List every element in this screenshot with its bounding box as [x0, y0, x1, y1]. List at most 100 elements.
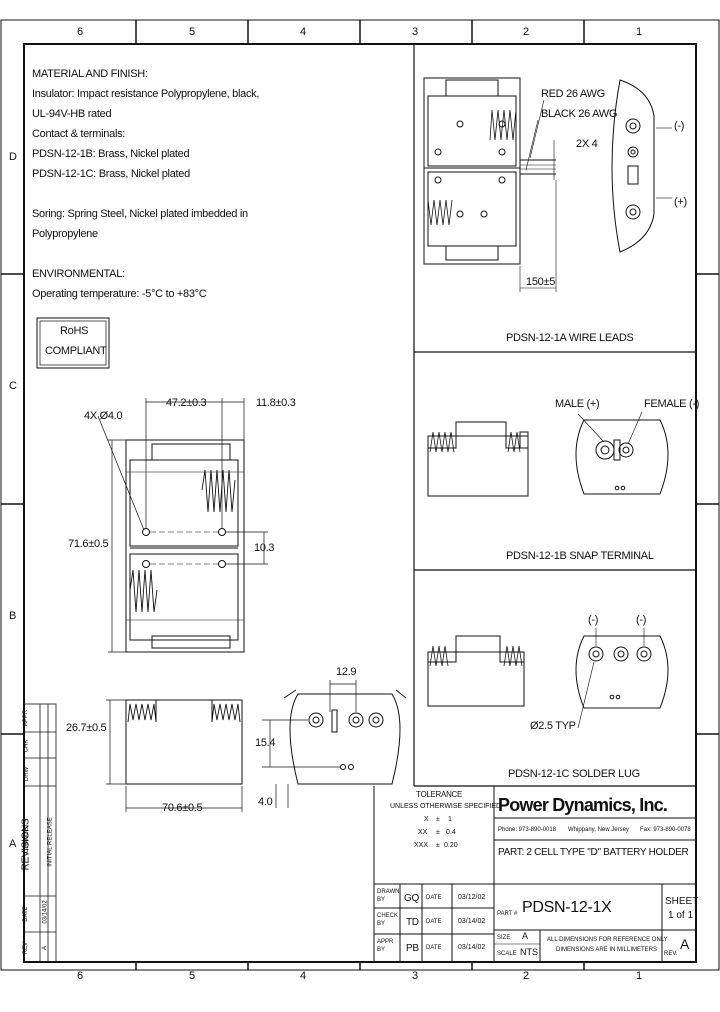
- zone-letter-d: D: [9, 151, 17, 163]
- check-by: TD: [406, 917, 419, 928]
- scale-label: SCALE: [497, 951, 517, 957]
- size-value: A: [522, 931, 529, 941]
- check-label: CHECK BY: [377, 913, 399, 927]
- tolerance-subtitle: UNLESS OTHERWISE SPECIFIED: [390, 803, 502, 810]
- dim-70: 70.6±0.5: [162, 802, 203, 814]
- panel-1a-pos: (+): [674, 196, 687, 208]
- tol-r1-label: X: [424, 816, 429, 823]
- panel-1b-caption: PDSN-12-1B SNAP TERMINAL: [506, 550, 654, 562]
- zone-number-5-bottom: 5: [189, 970, 195, 982]
- panel-1c-drawing: [427, 628, 669, 729]
- rohs-line2: COMPLIANT: [45, 345, 107, 357]
- dim-71: 71.6±0.5: [68, 538, 109, 550]
- rev-col-change: CHANGE: [23, 827, 30, 853]
- main-top-view: [125, 439, 245, 653]
- dim-12: 12.9: [336, 666, 357, 678]
- tol-r2-label: XX: [418, 829, 428, 836]
- zone-number-3-bottom: 3: [412, 970, 418, 982]
- appr-date: 03/14/02: [458, 944, 486, 951]
- drawn-date-label: DATE: [426, 895, 442, 901]
- dim-26: 26.7±0.5: [66, 722, 107, 734]
- tol-r2-val: 0.4: [446, 829, 456, 836]
- zone-number-1-bottom: 1: [636, 970, 642, 982]
- panel-1c-neg1: (-): [588, 614, 599, 626]
- panel-1c-caption: PDSN-12-1C SOLDER LUG: [508, 768, 640, 780]
- part-number-label: PART #: [497, 911, 518, 917]
- tol-r3-sign: ±: [436, 842, 440, 849]
- rev-col-rev: REV: [23, 941, 30, 955]
- dim-holes: 4X Ø4.0: [84, 410, 123, 422]
- dim-47: 47.2±0.3: [166, 397, 207, 409]
- operating-temp: Operating temperature: -5°C to +83°C: [32, 288, 207, 300]
- rev-label: REV.: [664, 951, 678, 957]
- tol-r1-val: 1: [448, 816, 452, 823]
- zone-number-1: 1: [636, 26, 642, 38]
- spring-line1: Soring: Spring Steel, Nickel plated imbe…: [32, 208, 248, 220]
- contact-1b: PDSN-12-1B: Brass, Nickel plated: [32, 148, 190, 160]
- zone-letter-c: C: [9, 380, 17, 392]
- panel-1a-neg: (-): [674, 120, 685, 132]
- zone-number-6: 6: [77, 26, 83, 38]
- rev-date-value: 03/14/02: [42, 900, 49, 924]
- panel-1a-drawing: [423, 77, 672, 292]
- check-date-label: DATE: [426, 919, 442, 925]
- appr-by: PB: [406, 943, 419, 954]
- scale-value: NTS: [520, 947, 538, 957]
- appr-label: APPR BY: [377, 939, 394, 953]
- panel-1c-neg2: (-): [636, 614, 647, 626]
- main-end-view: [283, 689, 407, 785]
- sheet-value: 1 of 1: [668, 910, 694, 921]
- contact-1c: PDSN-12-1C: Brass, Nickel plated: [32, 168, 190, 180]
- zone-number-3: 3: [412, 26, 418, 38]
- part-number: PDSN-12-1X: [522, 899, 612, 916]
- zone-ticks: [1, 20, 719, 970]
- rohs-line1: RoHS: [60, 325, 89, 337]
- zone-number-4: 4: [300, 26, 306, 38]
- title-block-grid: [373, 786, 696, 962]
- panel-1b-drawing: [427, 411, 669, 497]
- drawn-by: GQ: [404, 893, 419, 904]
- rev-block-value: A: [680, 936, 690, 952]
- qty-label: 2X 4: [576, 138, 598, 150]
- company-location: Whippany, New Jersey: [568, 827, 629, 833]
- main-dimension-lines: [97, 398, 268, 653]
- spring-line2: Polypropylene: [32, 228, 98, 240]
- tol-r3-val: 0.20: [444, 842, 458, 849]
- tol-r2-sign: ±: [436, 829, 440, 836]
- zone-letter-b: B: [9, 610, 17, 622]
- zone-number-4-bottom: 4: [300, 970, 306, 982]
- inner-border: [23, 43, 697, 963]
- check-date: 03/14/02: [458, 918, 486, 925]
- dims-note2: DIMENSIONS ARE IN MILLIMETERS: [556, 947, 658, 953]
- insulator-line2: UL-94V-HB rated: [32, 108, 112, 120]
- tol-r3-label: XXX: [414, 842, 429, 849]
- main-side-view: [125, 699, 243, 785]
- rev-col-appr: APPR: [23, 709, 30, 727]
- part-description: PART: 2 CELL TYPE "D" BATTERY HOLDER: [498, 847, 689, 858]
- rev-change-value: INITIAL RELEASE: [47, 817, 54, 867]
- dim-10: 10.3: [254, 542, 275, 554]
- tolerance-title: TOLERANCE: [416, 790, 463, 799]
- male-label: MALE (+): [555, 398, 600, 410]
- rev-col-drw: DRW: [24, 766, 31, 782]
- zone-number-6-bottom: 6: [77, 970, 83, 982]
- panel-1a-caption: PDSN-12-1A WIRE LEADS: [506, 332, 634, 344]
- sheet-label: SHEET: [665, 896, 699, 907]
- dim-15: 15.4: [255, 737, 276, 749]
- dims-note1: ALL DIMENSIONS FOR REFERENCE ONLY: [547, 937, 668, 943]
- zone-number-2: 2: [523, 26, 529, 38]
- appr-date-label: DATE: [426, 945, 442, 951]
- company-fax: Fax: 973-890-0078: [640, 827, 691, 833]
- company-name: Power Dynamics, Inc.: [498, 795, 668, 815]
- red-wire-label: RED 26 AWG: [541, 88, 605, 100]
- material-heading: MATERIAL AND FINISH:: [32, 68, 148, 80]
- female-label: FEMALE (-): [644, 398, 700, 410]
- contact-heading: Contact & terminals:: [32, 128, 126, 140]
- dim-4: 4.0: [258, 796, 273, 808]
- company-phone: Phone: 973-890-0018: [498, 827, 557, 833]
- tol-r1-sign: ±: [436, 816, 440, 823]
- drawn-date: 03/12/02: [458, 894, 486, 901]
- rohs-box: [36, 317, 110, 369]
- insulator-line1: Insulator: Impact resistance Polypropyle…: [32, 88, 260, 100]
